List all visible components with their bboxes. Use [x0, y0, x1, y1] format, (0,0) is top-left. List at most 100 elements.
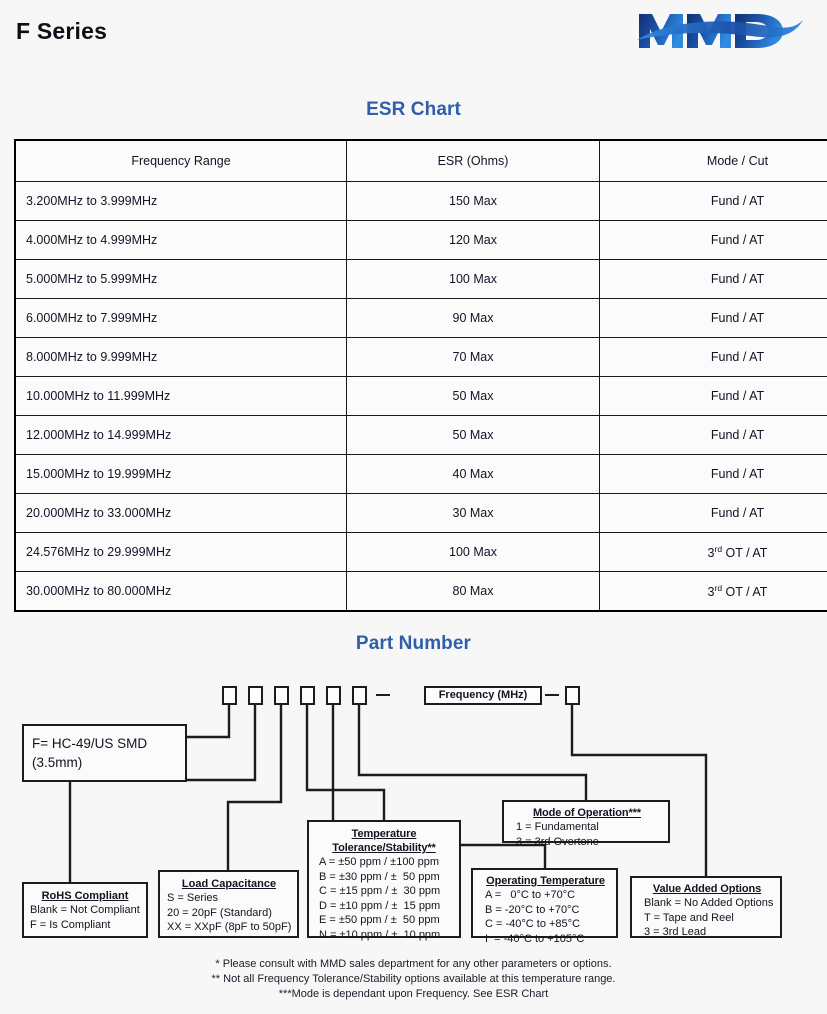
cell-esr: 30 Max — [346, 493, 600, 533]
cell-frequency-range: 3.200MHz to 3.999MHz — [14, 181, 347, 221]
value-added-line-3: 3 = 3rd Lead — [644, 926, 707, 938]
cell-esr: 90 Max — [346, 298, 600, 338]
footnote-3: ***Mode is dependant upon Frequency. See… — [278, 988, 549, 1000]
temp-line-1: A = ±50 ppm / ±100 ppm — [319, 856, 440, 868]
esr-chart-heading: ESR Chart — [366, 99, 461, 120]
cell-esr: 150 Max — [346, 181, 600, 221]
footnote-2: ** Not all Frequency Tolerance/Stability… — [211, 973, 616, 985]
value-added-line-2: T = Tape and Reel — [644, 911, 734, 924]
cell-mode-cut: 3rd OT / AT — [599, 571, 827, 612]
cell-frequency-range: 30.000MHz to 80.000MHz — [14, 571, 347, 612]
cell-mode-cut: Fund / AT — [599, 454, 827, 494]
cell-esr: 100 Max — [346, 259, 600, 299]
code-box-mode[interactable] — [352, 686, 367, 705]
code-box-package[interactable] — [222, 686, 237, 705]
cell-frequency-range: 20.000MHz to 33.000MHz — [14, 493, 347, 533]
mode-title: Mode of Operation*** — [532, 807, 641, 819]
rohs-line-2: F = Is Compliant — [30, 918, 111, 931]
cell-esr: 40 Max — [346, 454, 600, 494]
cell-frequency-range: 8.000MHz to 9.999MHz — [14, 337, 347, 377]
cell-mode-cut: Fund / AT — [599, 259, 827, 299]
rohs-line-1: Blank = Not Compliant — [30, 904, 140, 916]
cell-mode-cut: Fund / AT — [599, 220, 827, 260]
cell-esr: 120 Max — [346, 220, 600, 260]
cell-mode-cut: Fund / AT — [599, 376, 827, 416]
legend-temperature-tolerance: Temperature Tolerance/Stability** A = ±5… — [307, 820, 461, 941]
cell-frequency-range: 4.000MHz to 4.999MHz — [14, 220, 347, 260]
mode-line-1: 1 = Fundamental — [516, 821, 599, 833]
code-box-op-temp[interactable] — [326, 686, 341, 705]
code-box-value-added[interactable] — [565, 686, 580, 705]
cell-esr: 50 Max — [346, 415, 600, 455]
load-cap-line-2: 20 = 20pF (Standard) — [167, 906, 272, 919]
cell-mode-cut: Fund / AT — [599, 337, 827, 377]
legend-rohs-compliant: RoHS Compliant Blank = Not Compliant F =… — [22, 882, 148, 938]
page-header: F Series — [0, 0, 827, 70]
footnote-1: * Please consult with MMD sales departme… — [215, 958, 612, 970]
cell-frequency-range: 15.000MHz to 19.999MHz — [14, 454, 347, 494]
temp-line-3: C = ±15 ppm / ± 30 ppm — [319, 885, 441, 897]
separator-dash-1 — [376, 694, 390, 696]
value-added-title: Value Added Options — [652, 883, 762, 895]
cell-esr: 50 Max — [346, 376, 600, 416]
load-cap-line-3: XX = XXpF (8pF to 50pF) — [167, 921, 292, 933]
legend-mode-of-operation: Mode of Operation*** 1 = Fundamental 3 =… — [502, 800, 670, 848]
load-cap-title: Load Capacitance — [181, 878, 277, 890]
load-cap-line-1: S = Series — [167, 892, 219, 904]
legend-value-added-options: Value Added Options Blank = No Added Opt… — [630, 876, 782, 938]
cell-esr: 100 Max — [346, 532, 600, 572]
column-header: Mode / Cut — [599, 139, 827, 182]
package-line-1: F= HC-49/US SMD — [32, 736, 148, 751]
package-line-2: (3.5mm) — [32, 755, 83, 770]
mmd-logo — [637, 14, 803, 48]
cell-esr: 70 Max — [346, 337, 600, 377]
cell-esr: 80 Max — [346, 571, 600, 612]
separator-dash-2 — [545, 694, 559, 696]
temp-title-line-2: Tolerance/Stability** — [332, 842, 436, 854]
oper-temp-line-3: C = -40°C to +85°C — [485, 918, 581, 930]
cell-mode-cut: 3rd OT / AT — [599, 532, 827, 572]
mode-line-2: 3 = 3rd Overtone — [516, 835, 599, 848]
oper-temp-line-4: I = -40°C to +105°C — [485, 932, 585, 945]
code-box-rohs[interactable] — [248, 686, 263, 705]
value-added-line-1: Blank = No Added Options — [644, 897, 774, 909]
part-number-heading: Part Number — [355, 633, 472, 654]
cell-frequency-range: 6.000MHz to 7.999MHz — [14, 298, 347, 338]
page-title: F Series — [16, 18, 108, 44]
column-header: Frequency Range — [14, 139, 347, 182]
footnotes: * Please consult with MMD sales departme… — [0, 957, 827, 1002]
temp-line-4: D = ±10 ppm / ± 15 ppm — [319, 899, 441, 912]
cell-mode-cut: Fund / AT — [599, 493, 827, 533]
cell-frequency-range: 5.000MHz to 5.999MHz — [14, 259, 347, 299]
temp-line-2: B = ±30 ppm / ± 50 ppm — [319, 870, 440, 883]
cell-mode-cut: Fund / AT — [599, 298, 827, 338]
cell-frequency-range: 12.000MHz to 14.999MHz — [14, 415, 347, 455]
temp-title-line-1: Temperature — [351, 828, 417, 840]
temp-line-5: E = ±50 ppm / ± 50 ppm — [319, 914, 440, 926]
cell-frequency-range: 24.576MHz to 29.999MHz — [14, 532, 347, 572]
oper-temp-title: Operating Temperature — [486, 875, 605, 887]
column-header: ESR (Ohms) — [346, 139, 600, 182]
legend-package-type: F= HC-49/US SMD (3.5mm) — [22, 724, 187, 782]
legend-load-capacitance: Load Capacitance S = Series 20 = 20pF (S… — [158, 870, 299, 938]
legend-operating-temperature: Operating Temperature A = 0°C to +70°C B… — [471, 868, 618, 945]
oper-temp-line-2: B = -20°C to +70°C — [485, 903, 580, 916]
frequency-field[interactable]: Frequency (MHz) — [424, 686, 542, 705]
code-box-load-cap[interactable] — [274, 686, 289, 705]
part-number-diagram: Frequency (MHz) F= HC-49/US SMD (3.5mm) … — [0, 660, 827, 1014]
temp-line-6: N = ±10 ppm / ± 10 ppm — [319, 928, 441, 941]
cell-frequency-range: 10.000MHz to 11.999MHz — [14, 376, 347, 416]
code-box-tolerance[interactable] — [300, 686, 315, 705]
